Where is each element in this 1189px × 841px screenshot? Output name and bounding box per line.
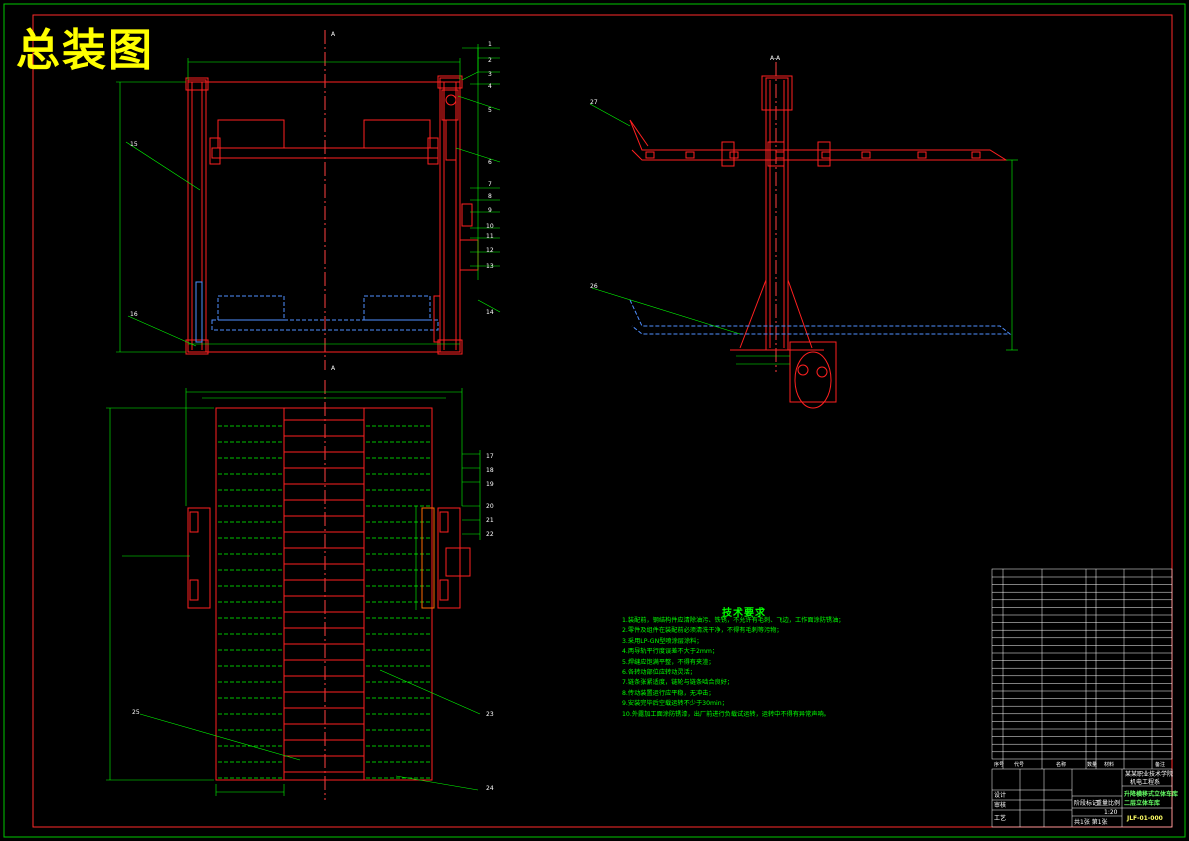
side-view-callouts: A-A 27 26 xyxy=(590,55,781,290)
tech-req-item: 3.采用LP-GN型喷涂层涂料； xyxy=(622,637,703,645)
tb-drawing-no: JLF-01-000 xyxy=(1126,815,1163,822)
pallet-hole xyxy=(821,151,831,159)
pallet-hole xyxy=(861,151,871,159)
callout-7: 7 xyxy=(488,181,492,188)
plan-view-callouts: 17 18 19 20 21 22 23 24 25 xyxy=(132,453,494,792)
callout-14: 14 xyxy=(486,309,494,316)
callout-20: 20 xyxy=(486,503,494,510)
callout-3: 3 xyxy=(488,71,492,78)
pallet-hole xyxy=(917,151,927,159)
callout-18: 18 xyxy=(486,467,494,474)
callout-27: 27 xyxy=(590,99,598,106)
bom-header-no: 序号 xyxy=(994,761,1004,768)
tb-weight: 重量 xyxy=(1096,799,1108,807)
callout-2: 2 xyxy=(488,57,492,64)
tb-approve: 工艺 xyxy=(994,814,1006,822)
title-block xyxy=(991,768,1173,828)
tb-school: 某某职业技术学院 xyxy=(1125,770,1173,778)
callout-26: 26 xyxy=(590,283,598,290)
tech-req-item: 8.传动装置运行应平稳，无冲击； xyxy=(622,689,715,697)
plan-view xyxy=(187,380,471,800)
tech-req-item: 10.外露加工面涂防锈漆，出厂前进行负载试运转，运转中不得有异常声响。 xyxy=(622,710,830,718)
tb-sheet: 共1张 第1张 xyxy=(1074,818,1108,826)
callout-13: 13 xyxy=(486,263,494,270)
tb-scale-label: 比例 xyxy=(1108,799,1120,807)
tech-req-item: 1.装配前，钢结构件应清除油污、铁锈，不允许有毛刺、飞边，工作面涂防锈油； xyxy=(622,617,845,624)
callout-5: 5 xyxy=(488,107,492,114)
callout-1: 1 xyxy=(488,41,492,48)
bom-header-material: 材料 xyxy=(1104,761,1114,768)
callout-23: 23 xyxy=(486,711,494,718)
callout-4: 4 xyxy=(488,83,492,90)
side-view xyxy=(629,62,1012,409)
callout-15: 15 xyxy=(130,141,138,148)
tb-project-2: 二层立体车库 xyxy=(1124,799,1160,807)
tech-req-item: 5.焊缝应饱满平整，不得有夹渣； xyxy=(622,658,715,666)
title-block-text: 某某职业技术学院 机电工程系 升降横移式立体车库 二层立体车库 JLF-01-0… xyxy=(994,770,1178,826)
tb-check: 审核 xyxy=(994,801,1006,809)
bom-header-remark: 备注 xyxy=(1155,761,1165,768)
tb-stage: 阶段标记 xyxy=(1074,799,1098,807)
tech-req-item: 2.零件及组件在装配前必须清洗干净，不得有毛刺等污物； xyxy=(622,627,783,635)
side-view-dimensions xyxy=(589,103,1018,365)
callout-10: 10 xyxy=(486,223,494,230)
callout-22: 22 xyxy=(486,531,494,538)
callout-17: 17 xyxy=(486,453,494,460)
pallet-hole xyxy=(685,151,695,159)
pallet-hole xyxy=(645,151,655,159)
front-view-dimensions xyxy=(116,44,501,353)
tech-req-item: 9.安装完毕后空载运转不少于30min； xyxy=(622,700,728,708)
drawing-frame xyxy=(3,3,1186,838)
drawing-title: 总装图 xyxy=(16,25,154,76)
front-view-callouts: 1 2 3 4 5 6 7 8 9 10 11 12 13 14 15 16 A… xyxy=(130,31,494,372)
callout-24: 24 xyxy=(486,785,494,792)
pallet-hole xyxy=(971,151,981,159)
callout-11: 11 xyxy=(486,233,494,240)
bom-table xyxy=(991,568,1173,769)
tb-dept: 机电工程系 xyxy=(1130,778,1160,786)
bom-header: 序号 代号 名称 数量 材料 备注 xyxy=(994,761,1165,768)
callout-8: 8 xyxy=(488,193,492,200)
callout-21: 21 xyxy=(486,517,494,524)
pallet-hole xyxy=(775,151,785,159)
tech-req-item: 6.各转动部位应转动灵活； xyxy=(622,669,696,677)
plan-view-dimensions xyxy=(106,388,481,796)
callout-6: 6 xyxy=(488,159,492,166)
front-view xyxy=(185,30,479,370)
bom-header-qty: 数量 xyxy=(1087,761,1097,768)
tech-requirements-list: 1.装配前，钢结构件应清除油污、铁锈，不允许有毛刺、飞边，工作面涂防锈油； 2.… xyxy=(622,616,844,720)
callout-25: 25 xyxy=(132,709,140,716)
bom-header-name: 名称 xyxy=(1056,761,1066,768)
cut-mark-bottom: A xyxy=(331,365,336,372)
tb-scale-value: 1:20 xyxy=(1104,809,1118,816)
tb-design: 设计 xyxy=(994,791,1006,799)
callout-9: 9 xyxy=(488,207,492,214)
tech-req-item: 4.两导轨平行度误差不大于2mm； xyxy=(622,648,719,656)
tb-project-1: 升降横移式立体车库 xyxy=(1124,790,1178,798)
tech-req-item: 7.链条张紧适度，链轮与链条啮合良好； xyxy=(622,679,734,687)
callout-16: 16 xyxy=(130,311,138,318)
tech-requirements-heading: 技术要求 xyxy=(722,608,766,619)
callout-12: 12 xyxy=(486,247,494,254)
bom-header-code: 代号 xyxy=(1014,761,1024,768)
cut-mark-top: A xyxy=(331,31,336,38)
callout-19: 19 xyxy=(486,481,494,488)
section-label: A-A xyxy=(770,55,781,62)
